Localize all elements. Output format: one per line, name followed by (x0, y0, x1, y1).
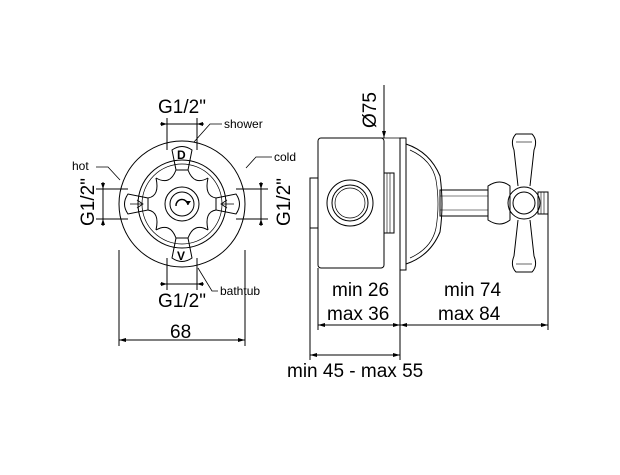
front-letter-bottom: V (177, 249, 186, 263)
side-handle-cap (487, 181, 511, 225)
front-handle-arm-right (215, 193, 240, 215)
front-handle-arm-bottom (171, 237, 193, 262)
front-top-port-label: G1/2" (158, 97, 206, 118)
side-view (309, 85, 549, 360)
front-bathtub-label: bathtub (220, 284, 261, 298)
side-total-label: min 45 - max 55 (287, 361, 424, 382)
side-handle-max-label: max 84 (438, 304, 501, 325)
front-plate-outline (118, 140, 246, 268)
front-shower-label: shower (224, 117, 263, 131)
front-cold-label: cold (274, 150, 297, 164)
front-bottom-port-label: G1/2" (158, 291, 206, 312)
front-letter-top: D (177, 148, 186, 162)
front-hot-label: hot (72, 159, 89, 173)
front-handle-arm-top (171, 146, 193, 171)
side-handle-min-label: min 74 (444, 280, 502, 301)
front-right-port-label: G1/2" (274, 178, 295, 226)
front-view (96, 118, 272, 346)
side-body-min-label: min 26 (332, 280, 390, 301)
side-bell-cover (405, 143, 443, 265)
front-handle-hub (164, 186, 200, 222)
front-inner-ring (137, 159, 227, 249)
front-width-label: 68 (170, 322, 192, 343)
side-handle-arm (511, 133, 537, 187)
side-valve-body (317, 137, 385, 269)
front-handle-arm-left (124, 193, 149, 215)
side-wall-plate (399, 137, 407, 271)
front-left-port-label: G1/2" (78, 178, 99, 226)
side-diameter-label: Ø75 (360, 92, 381, 128)
side-body-max-label: max 36 (327, 304, 390, 325)
